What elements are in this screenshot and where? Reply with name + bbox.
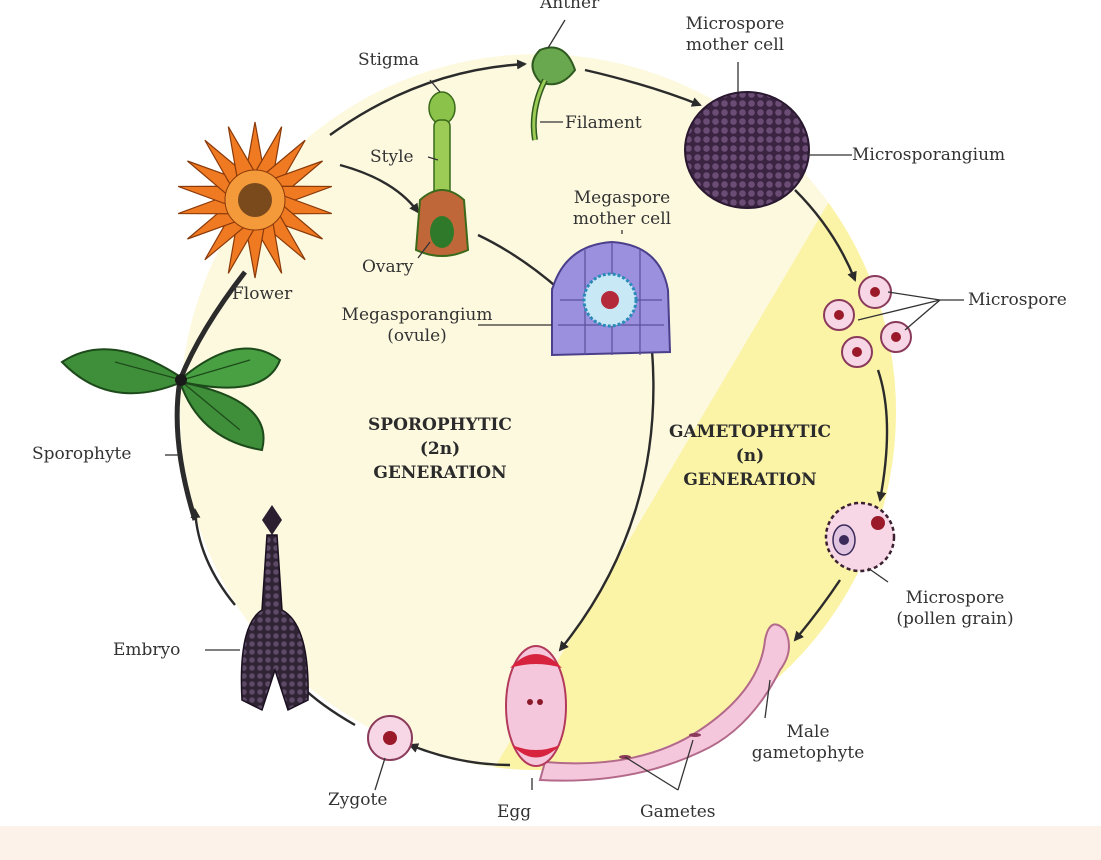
male-gametophyte-label: Male gametophyte (738, 722, 878, 764)
microspore-pollen-label: Microspore (pollen grain) (880, 588, 1030, 630)
megasporangium-icon (552, 242, 670, 355)
zygote-label: Zygote (328, 790, 387, 811)
gametophytic-generation-label: GAMETOPHYTIC (n) GENERATION (655, 420, 845, 492)
stigma-label: Stigma (358, 50, 419, 71)
egg-label: Egg (497, 802, 531, 823)
filament-label: Filament (565, 113, 642, 134)
microspore-mother-cell-label: Microspore mother cell (665, 14, 805, 56)
megaspore-mother-cell-label: Megaspore mother cell (552, 188, 692, 230)
ovary-label: Ovary (362, 257, 413, 278)
microsporangium-icon (685, 92, 809, 208)
flower-label: Flower (232, 284, 292, 305)
sporophyte-label: Sporophyte (32, 444, 131, 465)
megasporangium-label: Megasporangium (ovule) (332, 305, 502, 347)
egg-icon (506, 646, 566, 766)
sporophytic-generation-label: SPOROPHYTIC (2n) GENERATION (345, 413, 535, 485)
gametes-label: Gametes (640, 802, 716, 823)
zygote-icon (368, 716, 412, 760)
microsporangium-label: Microsporangium (852, 145, 1005, 166)
microspore-label: Microspore (968, 290, 1067, 311)
bottom-band (0, 826, 1101, 860)
style-label: Style (370, 147, 414, 168)
embryo-label: Embryo (113, 640, 180, 661)
pollen-grain-icon (826, 503, 894, 571)
anther-label: Anther (540, 0, 599, 14)
